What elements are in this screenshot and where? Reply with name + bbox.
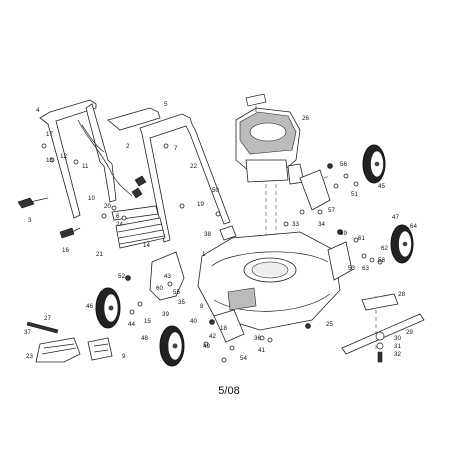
callout-number: 50 [212,187,219,194]
wheel-rear-right [362,144,386,184]
callout-number: 38 [204,231,211,238]
callout-number: 40 [190,318,197,325]
callout-number: 16 [62,247,69,254]
callout-number: 46 [86,303,93,310]
callout-number: 29 [406,329,413,336]
callout-number: 8 [200,303,204,310]
callout-number: 19 [197,201,204,208]
wheel-rear-left [95,287,121,329]
callout-number: 35 [178,299,185,306]
callout-number: 18 [220,325,227,332]
callout-number: 24 [116,221,123,228]
callout-number: 39 [162,311,169,318]
callout-number: 25 [326,321,333,328]
callout-number: 33 [292,221,299,228]
callout-number: 48 [141,335,148,342]
callout-number: 57 [328,207,335,214]
callout-number: 54 [240,355,247,362]
callout-number: 21 [96,251,103,258]
callout-number: 36 [254,335,261,342]
callout-number: 45 [378,183,385,190]
callout-number: 5 [164,101,168,108]
callout-number: 51 [351,191,358,198]
grass-bag-parts [26,321,113,363]
callout-number: 63 [362,265,369,272]
callout-number: 10 [88,195,95,202]
lower-handle-left [39,99,117,219]
callout-number: 41 [258,347,265,354]
callout-number: 13 [46,157,53,164]
callout-number: 26 [302,115,309,122]
callout-number: 64 [410,223,417,230]
callout-number: 52 [118,273,125,280]
callout-number: 9 [122,353,126,360]
callout-number: 17 [46,131,53,138]
callout-number: 23 [26,353,33,360]
engine [235,93,305,185]
callout-number: 60 [156,285,163,292]
callout-number: 47 [392,214,399,221]
callout-number: 3 [28,217,32,224]
callout-number: 7 [174,145,178,152]
callout-labels: 1234567891011121314151617181920212223242… [24,101,417,362]
wheel-front-left [159,325,185,367]
callout-number: 44 [128,321,135,328]
upper-handle [107,107,231,243]
revision-date: 5/08 [218,385,239,397]
callout-number: 11 [82,163,89,170]
callout-number: 28 [398,291,405,298]
callout-number: 34 [318,221,325,228]
callout-number: 27 [44,315,51,322]
callout-number: 1 [202,251,206,258]
callout-number: 58 [378,257,385,264]
mower-deck [197,225,341,331]
blade-assembly [341,293,425,363]
callout-number: 43 [164,273,171,280]
callout-number: 55 [173,289,180,296]
callout-number: 42 [209,333,216,340]
callout-number: 4 [36,107,40,114]
callout-number: 22 [190,163,197,170]
callout-number: 53 [348,265,355,272]
handle-knobs [17,175,147,239]
callout-number: 37 [24,329,31,336]
callout-number: 15 [144,318,151,325]
callout-number: 49 [203,343,210,350]
callout-number: 20 [104,203,111,210]
callout-number: 32 [394,351,401,358]
callout-number: 62 [381,245,388,252]
callout-number: 2 [126,143,130,150]
hardware [41,143,383,363]
wheel-front-right [390,224,414,264]
callout-number: 14 [143,242,150,249]
callout-number: 31 [394,343,401,350]
callout-number: 61 [358,235,365,242]
cable-assembly [77,119,133,197]
callout-number: 6 [116,213,120,220]
callout-number: 56 [340,161,347,168]
callout-number: 59 [340,230,347,237]
height-adjusters [149,169,353,343]
callout-number: 30 [394,335,401,342]
callout-number: 12 [60,153,67,160]
